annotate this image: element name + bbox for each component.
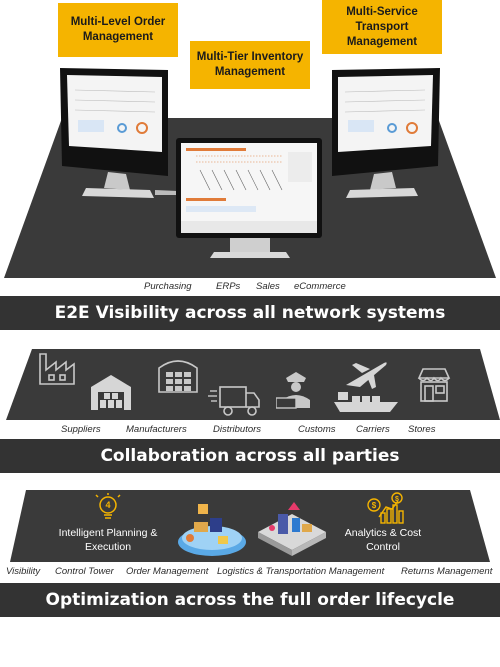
- logistics-illustration-icon: [178, 502, 326, 556]
- svg-text:$: $: [395, 496, 399, 503]
- party-label-carriers: Carriers: [356, 424, 390, 435]
- customs-officer-icon: [276, 372, 310, 409]
- analytics-icon: $ $: [367, 492, 404, 524]
- svg-text:4: 4: [105, 500, 110, 510]
- analytics-label: Analytics & Cost Control: [344, 527, 422, 553]
- right-monitor-icon: [332, 68, 440, 198]
- distribution-center-icon: [158, 360, 198, 393]
- banner-visibility: E2E Visibility across all network system…: [0, 296, 500, 330]
- planning-icon: 4: [95, 493, 121, 519]
- lifecycle-platform: [10, 490, 490, 562]
- cargo-ship-icon: [334, 392, 398, 412]
- planning-label: Intelligent Planning & Execution: [58, 527, 158, 553]
- banner-collaboration: Collaboration across all parties: [0, 439, 500, 473]
- warehouse-icon: [91, 375, 131, 410]
- lifecycle-label-visibility: Visibility: [6, 566, 41, 577]
- airplane-icon: [346, 362, 387, 389]
- systems-platform: [4, 68, 496, 278]
- lifecycle-label-control-tower: Control Tower: [55, 566, 114, 577]
- party-label-stores: Stores: [408, 424, 436, 435]
- store-icon: [417, 368, 451, 402]
- truck-icon: [208, 386, 260, 416]
- factory-icon: [39, 353, 75, 385]
- lifecycle-label-returns: Returns Management: [401, 566, 493, 577]
- party-label-suppliers: Suppliers: [61, 424, 101, 435]
- party-label-distributors: Distributors: [213, 424, 262, 435]
- order-management-tag: Multi-Level Order Management: [58, 3, 178, 57]
- banner-optimization: Optimization across the full order lifec…: [0, 583, 500, 617]
- lifecycle-label-order-management: Order Management: [126, 566, 209, 577]
- left-monitor-icon: [60, 68, 178, 198]
- system-label-ecommerce: eCommerce: [294, 281, 346, 292]
- center-monitor-icon: [176, 138, 322, 258]
- inventory-management-tag: Multi-Tier Inventory Management: [190, 41, 310, 89]
- svg-text:$: $: [372, 501, 377, 510]
- system-label-erps: ERPs: [216, 281, 241, 292]
- party-label-customs: Customs: [298, 424, 336, 435]
- system-label-sales: Sales: [256, 281, 280, 292]
- party-label-manufacturers: Manufacturers: [126, 424, 187, 435]
- lifecycle-label-logistics: Logistics & Transportation Management: [217, 566, 385, 577]
- system-label-purchasing: Purchasing: [144, 281, 192, 292]
- transport-management-tag: Multi-Service Transport Management: [322, 0, 442, 54]
